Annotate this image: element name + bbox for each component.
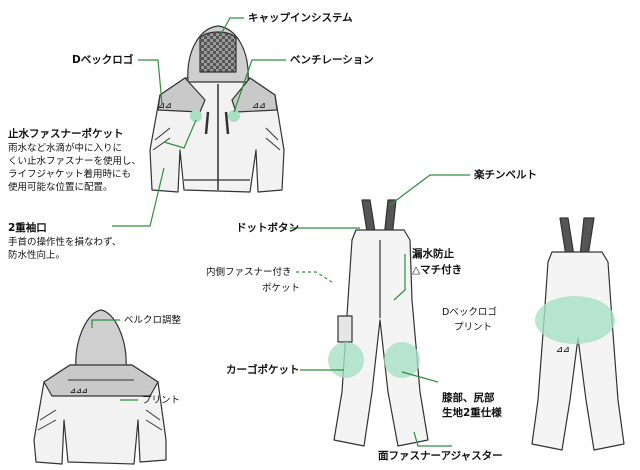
label-ventilation: ベンチレーション: [290, 54, 374, 66]
label-cap-in-system: キャップインシステム: [248, 12, 353, 24]
front-jacket: [149, 25, 285, 193]
label-d-vec-logo-pants: Dベックロゴ: [442, 307, 497, 318]
desc-double-cuff-1: 手首の操作性を損なわず、: [8, 237, 122, 248]
desc-waterproof-pocket-2: くい止水ファスナーを使用し、: [8, 156, 142, 167]
label-inner-zip-pocket-1: 内側ファスナー付き: [206, 267, 292, 278]
label-gusset-sub: △マチ付き: [412, 264, 463, 276]
seat-highlight: [535, 296, 615, 344]
knee-highlight-left: [328, 342, 364, 378]
desc-waterproof-pocket-3: ライフジャケット着用時にも: [8, 169, 132, 180]
label-cargo-pocket: カーゴポケット: [226, 364, 300, 376]
label-double-cuff: 2重袖口: [8, 222, 47, 234]
label-waterproof-pocket: 止水ファスナーポケット: [8, 128, 124, 140]
label-d-vec-logo-jacket: Dベックロゴ: [72, 54, 134, 66]
pants-logo-mark: ⊿⊿: [556, 345, 569, 354]
label-knee-seat-1: 膝部、尻部: [442, 392, 495, 404]
vent-highlight-left: [190, 110, 202, 122]
callout-lines: [91, 17, 470, 447]
label-raku-chin-belt: 楽チンベルト: [474, 169, 537, 181]
desc-double-cuff-2: 防水性向上。: [8, 250, 66, 261]
label-print-pants: プリント: [454, 322, 493, 333]
knee-highlight-right: [384, 342, 420, 378]
label-print-jacket: プリント: [142, 395, 181, 406]
label-gusset: 漏水防止: [412, 248, 454, 260]
front-bib-pants: [333, 199, 429, 447]
label-inner-zip-pocket-2: ポケット: [262, 283, 301, 294]
label-velcro-adjust: ベルクロ調整: [124, 315, 182, 326]
sleeve-logo-left: ⊿⊿: [158, 101, 171, 110]
back-jacket: [33, 309, 167, 465]
label-knee-seat-2: 生地2重仕様: [442, 407, 502, 419]
vent-highlight-right: [228, 110, 240, 122]
desc-waterproof-pocket-4: 使用可能な位置に配置。: [8, 182, 113, 193]
back-print-mark: ⊿⊿⊿: [70, 387, 88, 395]
sleeve-logo-right: ⊿⊿: [252, 101, 265, 110]
label-dot-button: ドットボタン: [236, 222, 299, 234]
desc-waterproof-pocket-1: 雨水など水滴が中に入りに: [8, 143, 123, 154]
label-hem-zip-adjuster: 面ファスナーアジャスター: [378, 450, 503, 462]
